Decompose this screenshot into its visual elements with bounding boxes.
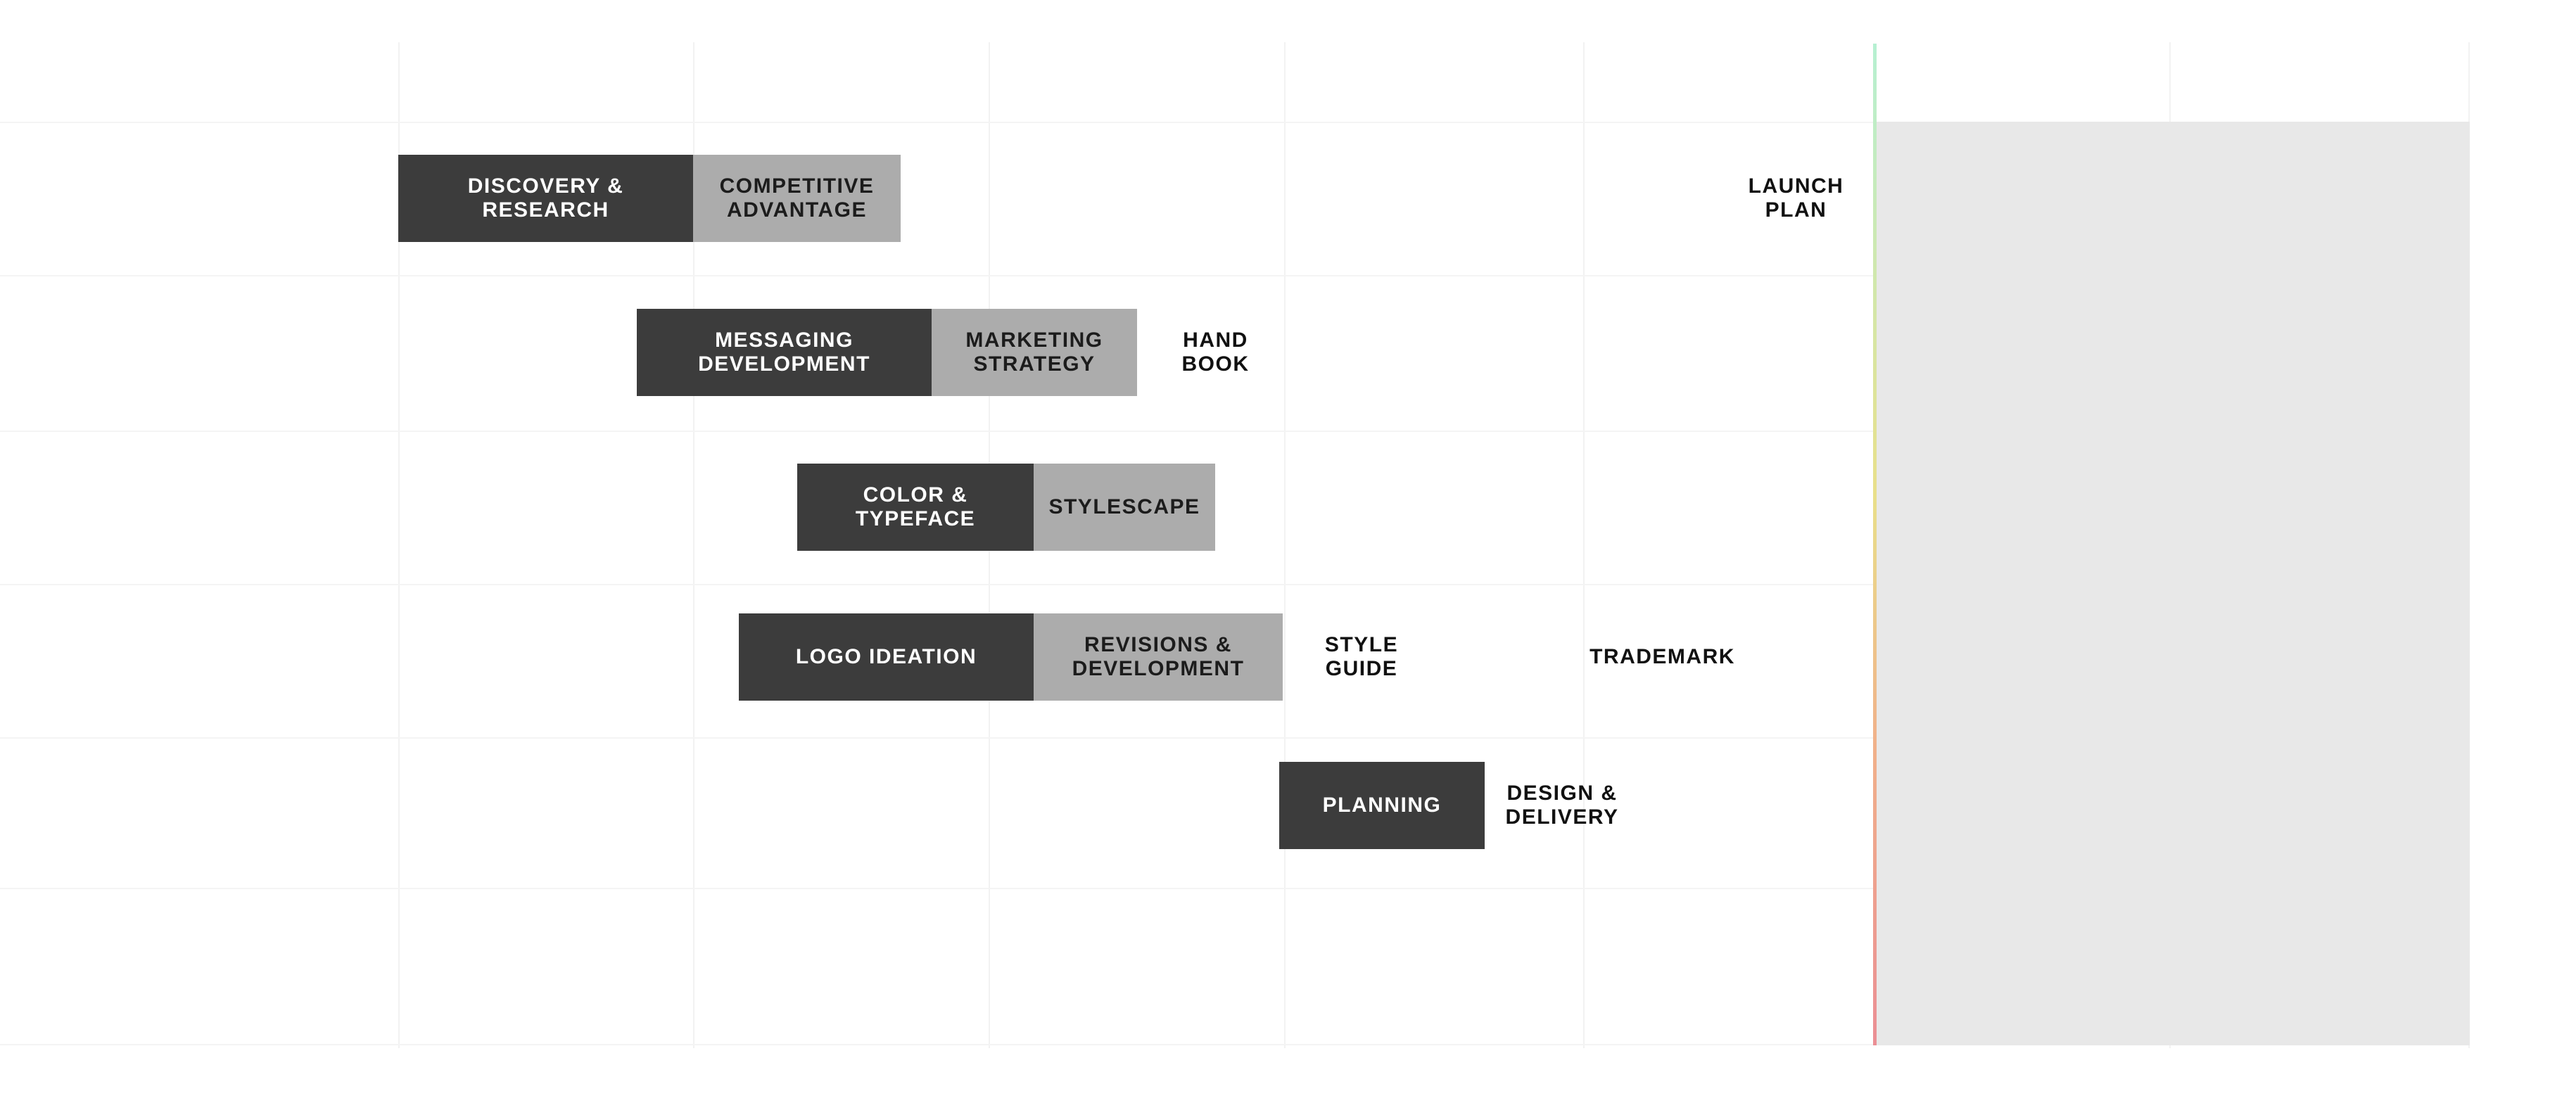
grid-line-vertical [1284, 42, 1286, 1048]
grid-line-horizontal [0, 431, 2470, 432]
grid-line-horizontal [0, 888, 2470, 889]
milestone-trademark: TRADEMARK [1590, 645, 1735, 668]
task-bar-revisions-development: REVISIONS & DEVELOPMENT [1034, 613, 1283, 701]
current-date-marker [1873, 44, 1877, 1045]
shaded-future-region [1875, 122, 2470, 1045]
task-bar-planning: PLANNING [1279, 762, 1485, 849]
grid-line-vertical [1583, 42, 1585, 1048]
grid-line-horizontal [0, 737, 2470, 739]
task-bar-logo-ideation: LOGO IDEATION [739, 613, 1034, 701]
task-bar-messaging-development: MESSAGING DEVELOPMENT [637, 309, 932, 396]
milestone-style-guide: STYLE GUIDE [1324, 633, 1399, 680]
milestone-design-delivery: DESIGN & DELIVERY [1505, 782, 1619, 829]
grid-line-vertical [693, 42, 694, 1048]
grid-line-horizontal [0, 275, 2470, 276]
task-bar-color-typeface: COLOR & TYPEFACE [797, 464, 1034, 551]
grid-line-horizontal [0, 584, 2470, 585]
milestone-launch-plan: LAUNCH PLAN [1748, 174, 1844, 222]
task-bar-discovery-research: DISCOVERY & RESEARCH [398, 155, 693, 242]
milestone-hand-book: HAND BOOK [1181, 329, 1250, 376]
grid-line-horizontal [0, 1044, 2470, 1045]
task-bar-competitive-advantage: COMPETITIVE ADVANTAGE [693, 155, 901, 242]
task-bar-stylescape: STYLESCAPE [1034, 464, 1215, 551]
grid-line-vertical [398, 42, 400, 1048]
task-bar-marketing-strategy: MARKETING STRATEGY [932, 309, 1137, 396]
grid-line-horizontal [0, 122, 2470, 123]
